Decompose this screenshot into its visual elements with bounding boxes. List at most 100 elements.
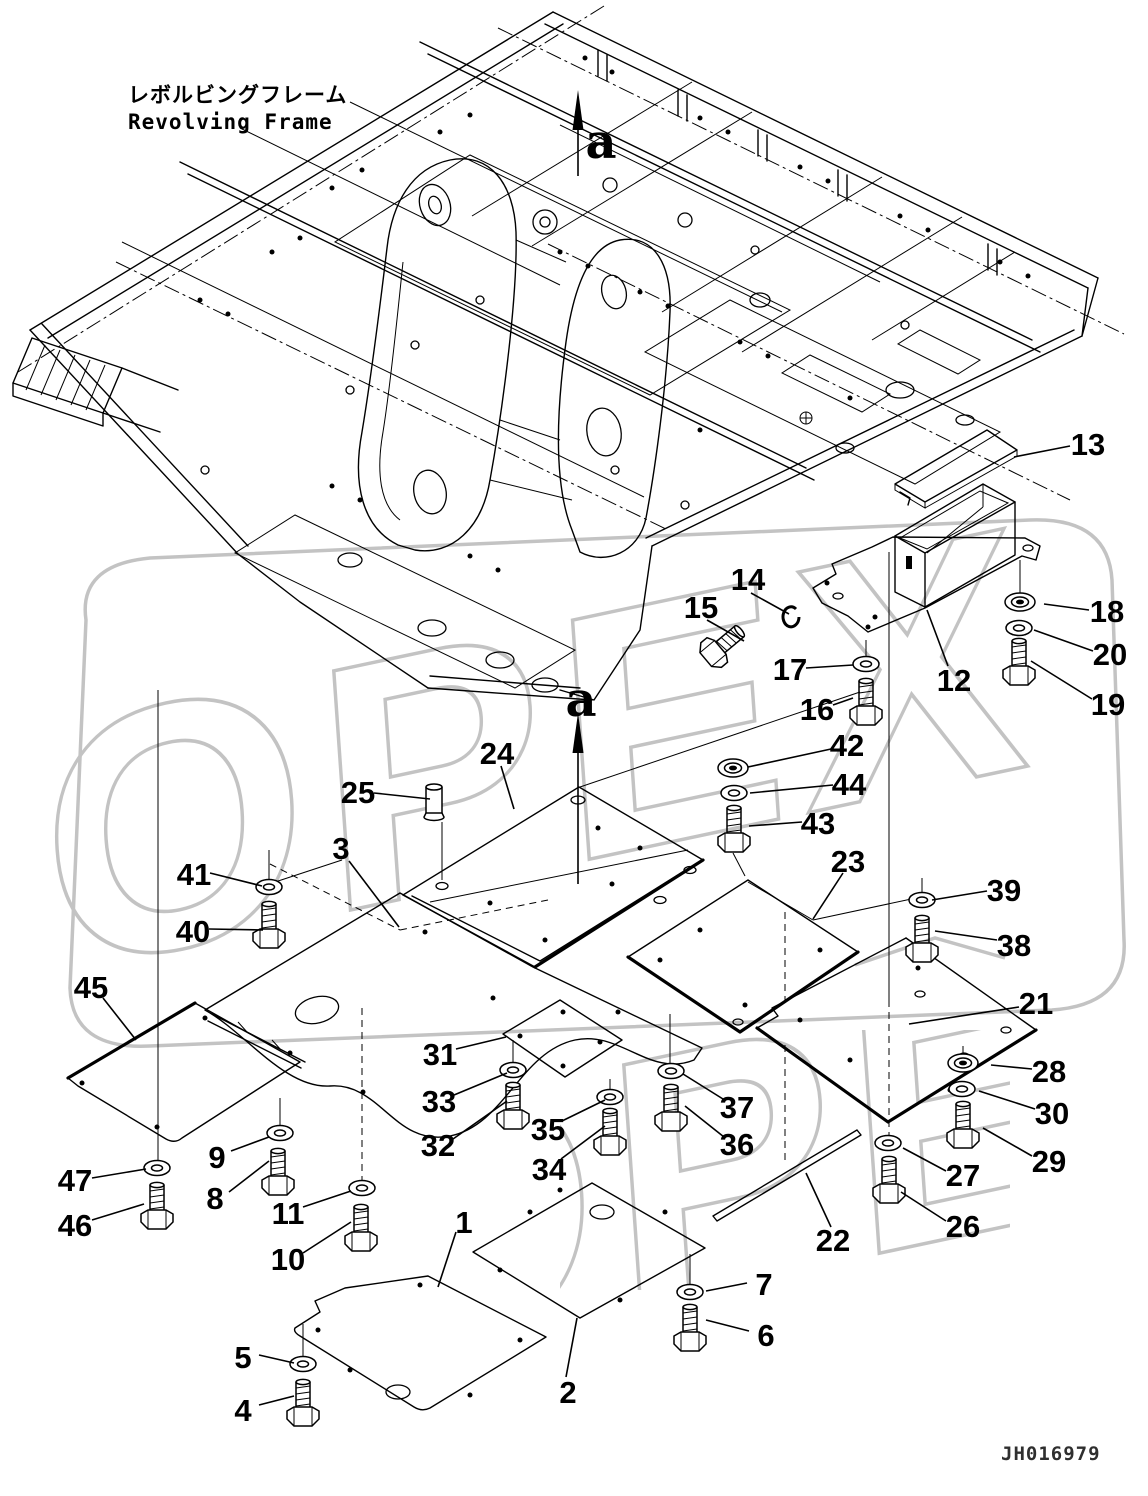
callout-leader-22 <box>805 1172 832 1228</box>
callout-number-38[interactable]: 38 <box>997 928 1031 963</box>
callout-number-25[interactable]: 25 <box>341 775 375 810</box>
view-label: a <box>565 672 596 728</box>
callout-number-44[interactable]: 44 <box>832 767 867 802</box>
cap-washer-part[interactable] <box>1004 592 1036 612</box>
callout-number-45[interactable]: 45 <box>74 970 108 1005</box>
cap-washer-part[interactable] <box>947 1053 979 1073</box>
callout-number-14[interactable]: 14 <box>731 562 766 597</box>
callout-leader-34 <box>560 1125 606 1160</box>
bolt-part[interactable] <box>286 1378 320 1427</box>
callout-number-11[interactable]: 11 <box>272 1196 305 1231</box>
bolt-part[interactable] <box>496 1081 530 1130</box>
bolt-hole-dots <box>197 55 1031 573</box>
callout-number-36[interactable]: 36 <box>720 1127 754 1162</box>
callout-number-46[interactable]: 46 <box>58 1208 92 1243</box>
view-arrows: aa <box>565 90 617 884</box>
callout-number-31[interactable]: 31 <box>423 1037 457 1072</box>
callout-number-8[interactable]: 8 <box>206 1181 223 1216</box>
callout-leader-18 <box>1043 603 1090 611</box>
view-arrow-head <box>572 90 584 130</box>
callout-number-23[interactable]: 23 <box>831 844 865 879</box>
callout-number-22[interactable]: 22 <box>816 1223 850 1258</box>
washer-part[interactable] <box>348 1179 376 1197</box>
washer-part[interactable] <box>908 891 936 909</box>
cap-washer-part[interactable] <box>717 758 749 778</box>
plate-1[interactable] <box>293 1275 547 1411</box>
callout-number-19[interactable]: 19 <box>1091 687 1125 722</box>
callout-number-28[interactable]: 28 <box>1032 1054 1066 1089</box>
callout-number-7[interactable]: 7 <box>755 1267 772 1302</box>
callout-number-43[interactable]: 43 <box>801 806 835 841</box>
callout-number-41[interactable]: 41 <box>177 857 211 892</box>
plate-23[interactable] <box>626 879 860 1034</box>
washer-part[interactable] <box>143 1159 171 1177</box>
washer-part[interactable] <box>874 1134 902 1152</box>
callout-number-47[interactable]: 47 <box>58 1163 92 1198</box>
callouts-layer: 1234567891011121314151617181920212223242… <box>58 427 1127 1428</box>
callout-number-27[interactable]: 27 <box>946 1158 980 1193</box>
callout-number-17[interactable]: 17 <box>773 652 807 687</box>
washer-part[interactable] <box>266 1124 294 1142</box>
callout-number-32[interactable]: 32 <box>421 1128 455 1163</box>
callout-number-12[interactable]: 12 <box>937 663 971 698</box>
callout-number-15[interactable]: 15 <box>684 590 718 625</box>
callout-number-21[interactable]: 21 <box>1019 986 1053 1021</box>
bolt-part[interactable] <box>140 1181 174 1230</box>
callout-leader-20 <box>1033 629 1094 652</box>
box-12[interactable] <box>894 483 1016 608</box>
washer-part[interactable] <box>720 784 748 802</box>
callout-leader-23 <box>812 872 844 920</box>
washer-part[interactable] <box>289 1355 317 1373</box>
bracket-plate[interactable] <box>812 536 1041 633</box>
plate-2[interactable] <box>472 1182 706 1319</box>
callout-number-3[interactable]: 3 <box>332 831 349 866</box>
plate-31[interactable] <box>502 999 623 1078</box>
callout-number-26[interactable]: 26 <box>946 1209 980 1244</box>
washer-part[interactable] <box>852 655 880 673</box>
callout-number-10[interactable]: 10 <box>271 1242 305 1277</box>
callout-number-18[interactable]: 18 <box>1090 594 1124 629</box>
callout-leader-32 <box>452 1100 508 1140</box>
washer-part[interactable] <box>499 1061 527 1079</box>
view-label: a <box>585 114 616 170</box>
callout-number-6[interactable]: 6 <box>757 1318 774 1353</box>
callout-number-34[interactable]: 34 <box>532 1152 567 1187</box>
callout-leader-44 <box>749 784 834 794</box>
callout-leader-15 <box>706 619 745 642</box>
callout-number-35[interactable]: 35 <box>531 1112 565 1147</box>
projection-line <box>269 863 401 931</box>
washer-part[interactable] <box>676 1283 704 1301</box>
callout-leader-16 <box>832 697 854 706</box>
callout-number-1[interactable]: 1 <box>455 1205 472 1240</box>
washer-part[interactable] <box>255 878 283 896</box>
projection-line <box>747 881 814 921</box>
bolt-part[interactable] <box>261 1147 295 1196</box>
washer-part[interactable] <box>948 1080 976 1098</box>
bolt-part[interactable] <box>344 1203 378 1252</box>
callout-number-29[interactable]: 29 <box>1032 1144 1066 1179</box>
projection-lines <box>157 552 1021 1356</box>
callout-number-16[interactable]: 16 <box>800 692 834 727</box>
callout-number-5[interactable]: 5 <box>234 1340 251 1375</box>
callout-leader-14 <box>750 592 790 615</box>
callout-number-9[interactable]: 9 <box>208 1140 225 1175</box>
callout-number-37[interactable]: 37 <box>720 1090 754 1125</box>
callout-number-39[interactable]: 39 <box>987 873 1021 908</box>
callout-number-42[interactable]: 42 <box>830 728 864 763</box>
callout-leader-24 <box>500 765 515 810</box>
callout-number-20[interactable]: 20 <box>1093 637 1127 672</box>
callout-number-4[interactable]: 4 <box>234 1393 252 1428</box>
drawing-code: JH016979 <box>1001 1443 1101 1465</box>
spacer-pin-part[interactable] <box>423 783 445 822</box>
callout-number-40[interactable]: 40 <box>176 914 210 949</box>
washer-part[interactable] <box>1005 619 1033 637</box>
callout-number-33[interactable]: 33 <box>422 1084 456 1119</box>
callout-number-24[interactable]: 24 <box>480 736 515 771</box>
strip-22[interactable] <box>712 1129 862 1222</box>
callout-number-13[interactable]: 13 <box>1071 427 1105 462</box>
callout-number-30[interactable]: 30 <box>1035 1096 1069 1131</box>
callout-number-2[interactable]: 2 <box>559 1375 576 1410</box>
washer-part[interactable] <box>657 1062 685 1080</box>
bolt-part[interactable] <box>673 1303 707 1352</box>
